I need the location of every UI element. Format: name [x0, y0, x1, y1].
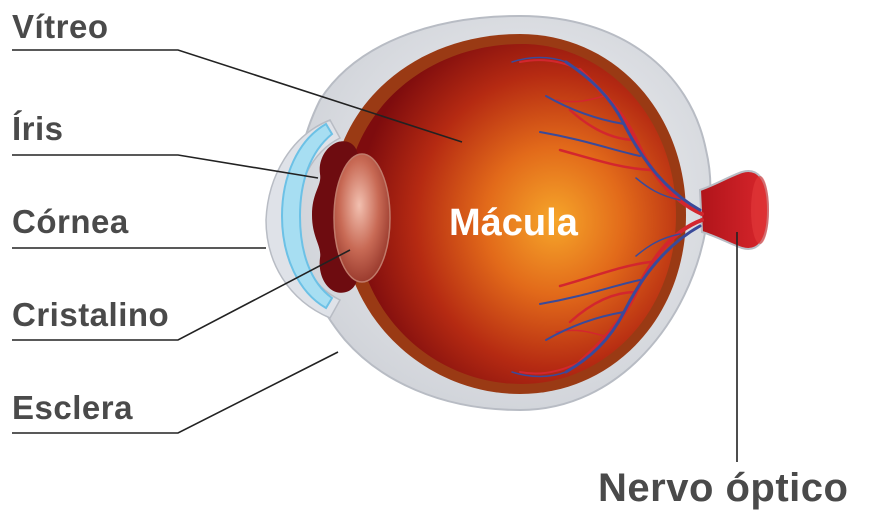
- label-nervo-optico: Nervo óptico: [598, 468, 848, 508]
- label-macula: Mácula: [449, 204, 578, 242]
- leader-line-iris: [12, 155, 318, 178]
- label-cornea: Córnea: [12, 205, 129, 238]
- label-vitreo: Vítreo: [12, 10, 109, 43]
- label-cristalino: Cristalino: [12, 298, 169, 331]
- label-esclera: Esclera: [12, 391, 133, 424]
- label-iris: Íris: [12, 112, 64, 145]
- lens-shape: [334, 154, 390, 282]
